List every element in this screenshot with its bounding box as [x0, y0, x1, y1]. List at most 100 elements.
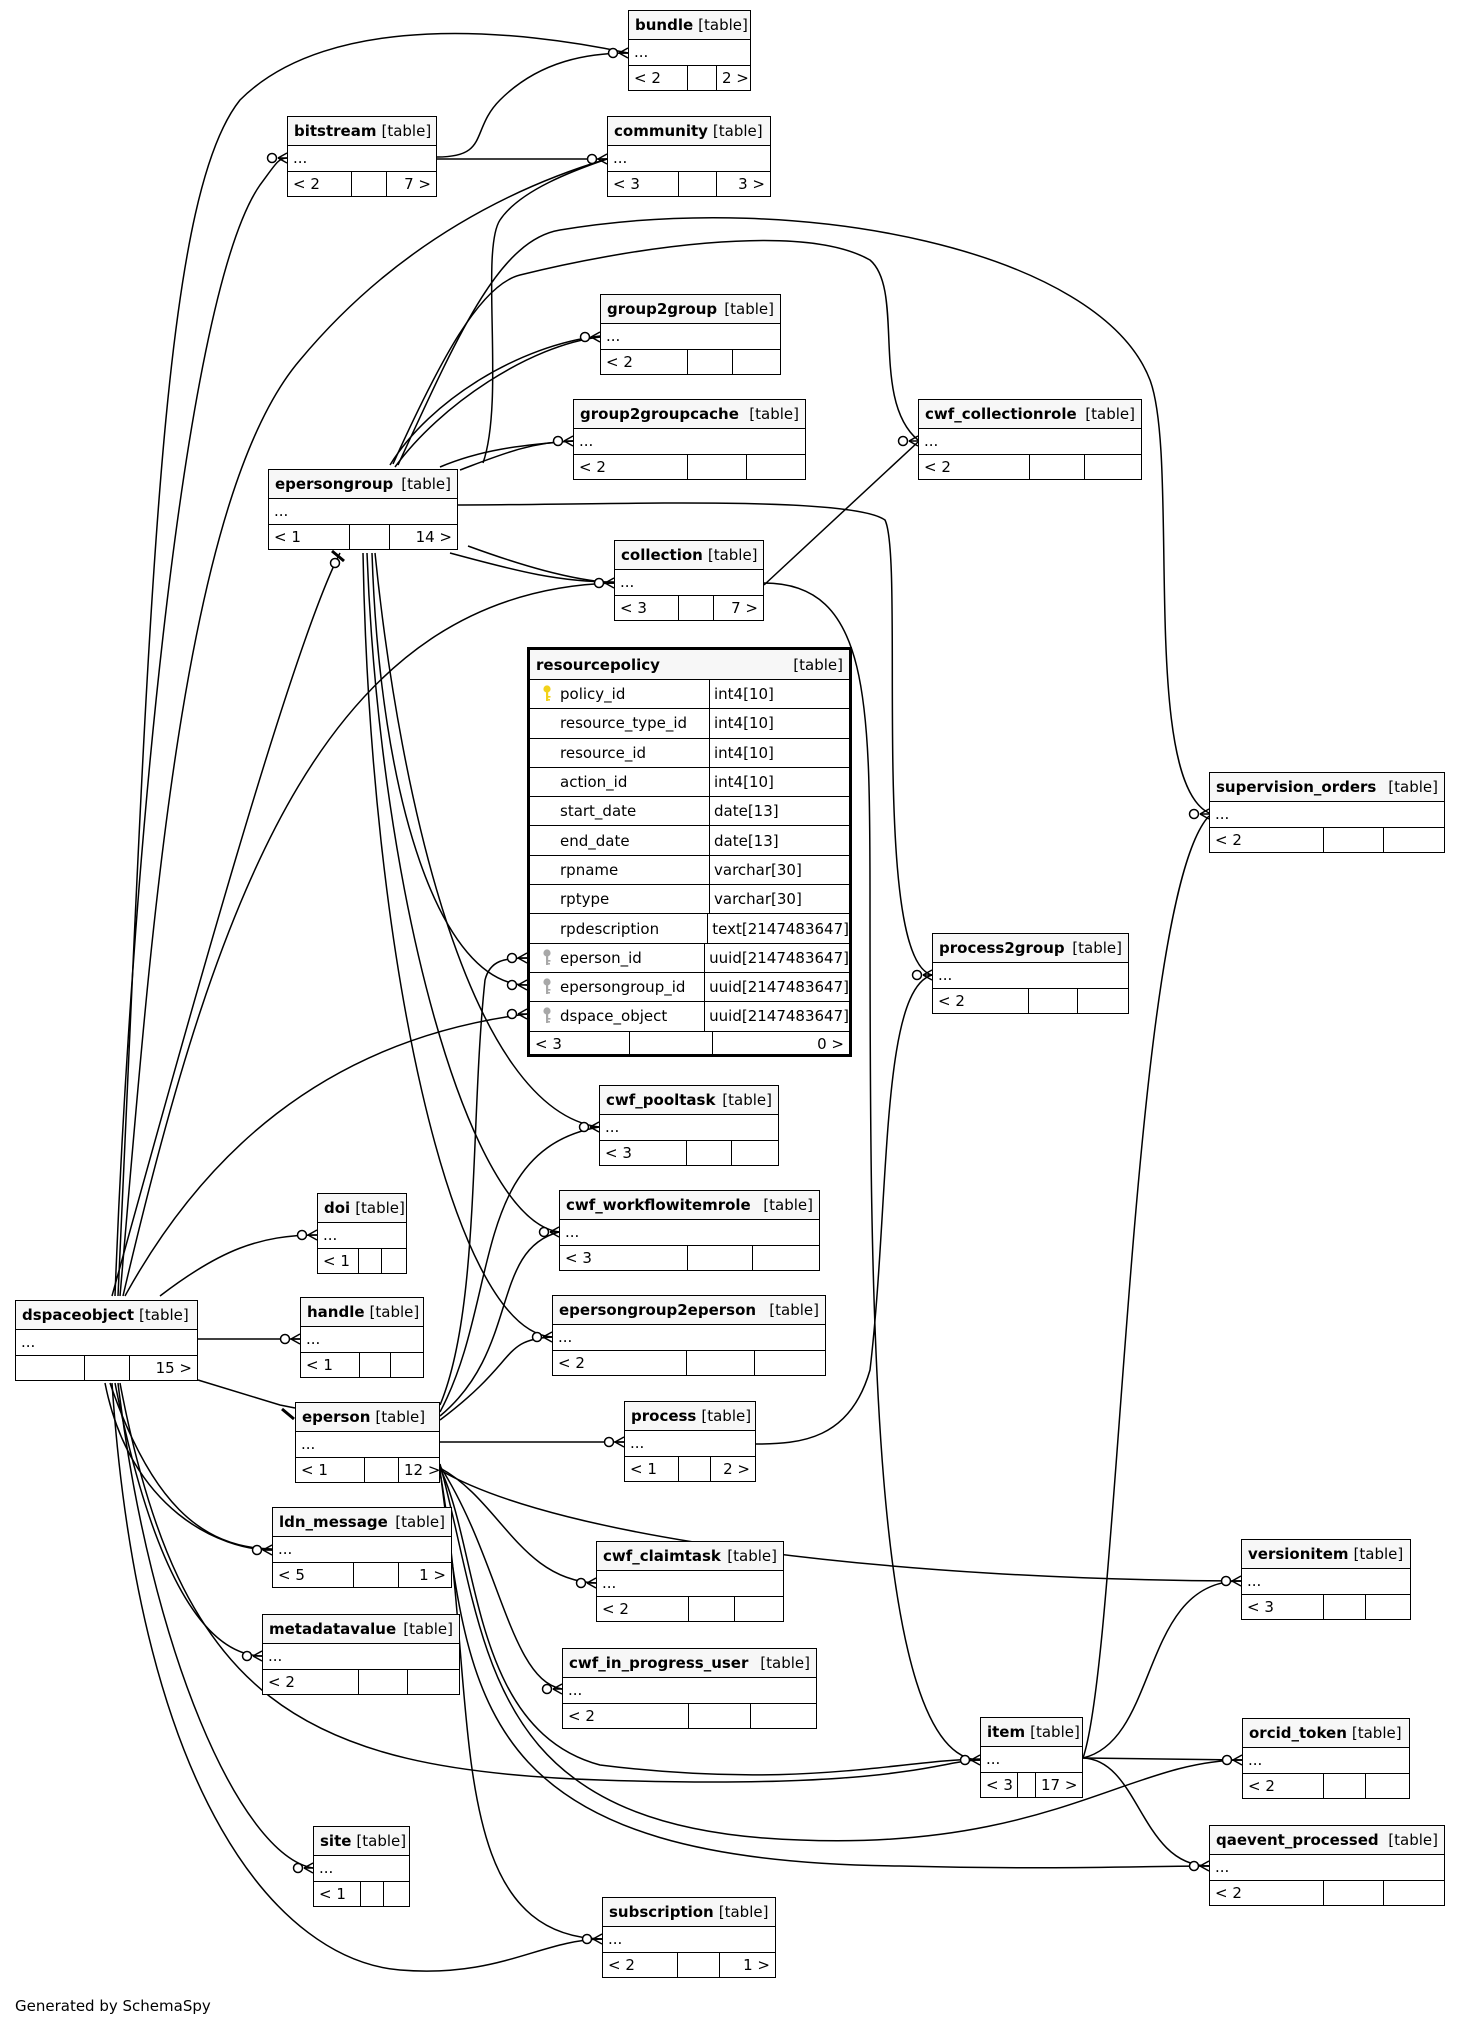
group2group-table[interactable]: group2group[table]...< 2	[600, 294, 781, 375]
children-count[interactable]: 2 >	[723, 1460, 750, 1478]
cwf-in-progress-user-table[interactable]: cwf_in_progress_user[table]...< 2	[562, 1648, 817, 1729]
children-count[interactable]: 12 >	[404, 1461, 441, 1479]
columns-ellipsis[interactable]: ...	[1210, 802, 1444, 828]
children-count[interactable]	[753, 1246, 820, 1270]
parents-count[interactable]: < 2	[597, 1597, 689, 1621]
columns-ellipsis[interactable]: ...	[615, 570, 763, 596]
columns-ellipsis[interactable]: ...	[574, 429, 805, 455]
columns-ellipsis[interactable]: ...	[301, 1327, 423, 1353]
parents-count[interactable]: < 3	[560, 1246, 688, 1270]
children-count[interactable]: 0 >	[817, 1034, 844, 1053]
children-count[interactable]	[1366, 1774, 1409, 1798]
epersongroup2eperson-table[interactable]: epersongroup2eperson[table]...< 2	[552, 1295, 826, 1376]
children-count[interactable]: 17 >	[1041, 1776, 1078, 1794]
columns-ellipsis[interactable]: ...	[919, 429, 1141, 455]
parents-count[interactable]: < 1	[314, 1882, 361, 1906]
columns-ellipsis[interactable]: ...	[1210, 1855, 1444, 1881]
parents-count[interactable]: < 2	[553, 1351, 687, 1375]
versionitem-table[interactable]: versionitem[table]...< 3	[1241, 1539, 1411, 1620]
parents-count[interactable]: < 2	[288, 172, 353, 196]
columns-ellipsis[interactable]: ...	[625, 1431, 755, 1457]
children-count[interactable]	[733, 350, 780, 374]
orcid-token-table[interactable]: orcid_token[table]...< 2	[1242, 1718, 1410, 1799]
children-count[interactable]	[1384, 1881, 1445, 1905]
columns-ellipsis[interactable]: ...	[553, 1325, 825, 1351]
columns-ellipsis[interactable]: ...	[603, 1927, 775, 1953]
qaevent-processed-table[interactable]: qaevent_processed[table]...< 2	[1209, 1825, 1445, 1906]
parents-count[interactable]	[16, 1356, 86, 1380]
children-count[interactable]	[408, 1670, 460, 1694]
parents-count[interactable]: < 3	[600, 1141, 687, 1165]
handle-table[interactable]: handle[table]...< 1	[300, 1297, 424, 1378]
parents-count[interactable]: < 2	[1243, 1774, 1324, 1798]
metadatavalue-table[interactable]: metadatavalue[table]...< 2	[262, 1614, 460, 1695]
columns-ellipsis[interactable]: ...	[560, 1220, 819, 1246]
process2group-table[interactable]: process2group[table]...< 2	[932, 933, 1129, 1014]
children-count[interactable]: 7 >	[404, 175, 431, 193]
columns-ellipsis[interactable]: ...	[16, 1330, 197, 1356]
parents-count[interactable]: < 2	[629, 66, 688, 90]
parents-count[interactable]: < 1	[625, 1457, 680, 1481]
dspaceobject-table[interactable]: dspaceobject[table]...15 >	[15, 1300, 198, 1381]
parents-count[interactable]: < 2	[603, 1953, 679, 1977]
children-count[interactable]	[1078, 989, 1128, 1013]
columns-ellipsis[interactable]: ...	[933, 963, 1128, 989]
columns-ellipsis[interactable]: ...	[600, 1115, 778, 1141]
children-count[interactable]	[1384, 828, 1445, 852]
children-count[interactable]: 2 >	[722, 69, 749, 87]
children-count[interactable]: 14 >	[415, 528, 452, 546]
children-count[interactable]: 1 >	[419, 1566, 447, 1584]
children-count[interactable]	[735, 1597, 783, 1621]
parents-count[interactable]: < 3	[1242, 1595, 1324, 1619]
parents-count[interactable]: < 2	[574, 455, 688, 479]
cwf-workflowitemrole-table[interactable]: cwf_workflowitemrole[table]...< 3	[559, 1190, 820, 1271]
columns-ellipsis[interactable]: ...	[981, 1747, 1082, 1773]
columns-ellipsis[interactable]: ...	[597, 1571, 783, 1597]
parents-count[interactable]: < 2	[1210, 828, 1324, 852]
children-count[interactable]: 15 >	[155, 1359, 192, 1377]
parents-count[interactable]: < 2	[1210, 1881, 1324, 1905]
children-count[interactable]	[747, 455, 805, 479]
parents-count[interactable]: < 2	[263, 1670, 359, 1694]
columns-ellipsis[interactable]: ...	[1243, 1748, 1409, 1774]
columns-ellipsis[interactable]: ...	[601, 324, 780, 350]
parents-count[interactable]: < 1	[318, 1249, 359, 1273]
parents-count[interactable]: < 1	[296, 1458, 365, 1482]
children-count[interactable]	[382, 1249, 406, 1273]
columns-ellipsis[interactable]: ...	[288, 146, 436, 172]
children-count[interactable]	[751, 1704, 816, 1728]
children-count[interactable]	[755, 1351, 826, 1375]
columns-ellipsis[interactable]: ...	[296, 1432, 439, 1458]
children-count[interactable]	[732, 1141, 779, 1165]
group2groupcache-table[interactable]: group2groupcache[table]...< 2	[573, 399, 806, 480]
columns-ellipsis[interactable]: ...	[563, 1678, 816, 1704]
columns-ellipsis[interactable]: ...	[269, 499, 457, 525]
children-count[interactable]	[391, 1353, 423, 1377]
supervision-orders-table[interactable]: supervision_orders[table]...< 2	[1209, 772, 1445, 853]
parents-count[interactable]: < 2	[601, 350, 688, 374]
columns-ellipsis[interactable]: ...	[273, 1537, 451, 1563]
columns-ellipsis[interactable]: ...	[318, 1223, 406, 1249]
parents-count[interactable]: < 3	[615, 596, 680, 620]
children-count[interactable]: 1 >	[743, 1956, 770, 1974]
parents-count[interactable]: < 2	[563, 1704, 689, 1728]
parents-count[interactable]: < 1	[269, 525, 351, 549]
